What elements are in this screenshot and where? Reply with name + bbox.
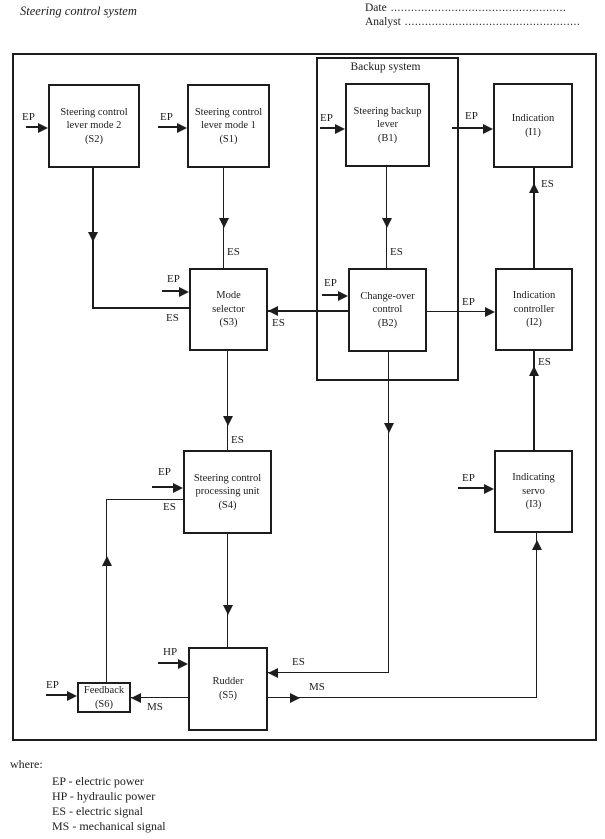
backup-system-label: Backup system	[350, 61, 421, 73]
legend-where-label: where:	[10, 757, 43, 771]
arrowhead-into-s4	[173, 483, 183, 493]
signal-label-ep-s4: EP	[158, 466, 171, 478]
arrowhead-b2-s3	[268, 306, 278, 316]
connector-s5-i3-horizontal	[268, 697, 537, 698]
legend-item-ep: EP - electric power	[52, 774, 144, 788]
arrowhead-ms-out-of-s5	[290, 693, 300, 703]
block-steering-control-lever-mode-2: Steering control lever mode 2 (S2)	[48, 84, 140, 168]
connector-s3-s4	[227, 351, 228, 450]
signal-label-es-s1-s3: ES	[227, 246, 240, 258]
connector-ep-i1	[452, 127, 483, 129]
block-indication: Indication (I1)	[493, 83, 573, 168]
legend-list: EP - electric power HP - hydraulic power…	[52, 774, 166, 834]
connector-ep-s6	[46, 694, 67, 696]
signal-label-ep-s3: EP	[167, 273, 180, 285]
signal-label-es-b2-s3: ES	[272, 317, 285, 329]
arrowhead-into-s1	[177, 123, 187, 133]
arrowhead-i2-i1	[529, 183, 539, 193]
connector-b2-s3	[268, 310, 348, 312]
legend-item-ms: MS - mechanical signal	[52, 819, 166, 833]
arrowhead-hp-into-s5	[178, 659, 188, 669]
block-rudder: Rudder (S5)	[188, 647, 268, 731]
arrowhead-b2-i2	[485, 307, 495, 317]
connector-i2-i1	[533, 168, 535, 268]
connector-s5-s6	[131, 697, 188, 698]
connector-i3-i2	[533, 351, 535, 450]
connector-s6-s4-vertical	[106, 499, 107, 682]
arrowhead-ms-into-s6	[131, 693, 141, 703]
date-row: Date ...................................…	[365, 2, 566, 14]
signal-label-es-i3-i2: ES	[538, 356, 551, 368]
analyst-row: Analyst ................................…	[365, 16, 580, 28]
signal-label-es-s6-s4: ES	[163, 501, 176, 513]
connector-s5-i3-vertical	[536, 533, 537, 697]
arrowhead-b2-s5-mid	[384, 423, 394, 433]
connector-b2-i2	[427, 311, 485, 312]
arrowhead-s4-s5	[223, 605, 233, 615]
diagram-border	[12, 53, 597, 741]
arrowhead-into-i3-bottom	[532, 540, 542, 550]
connector-ep-s3	[162, 290, 179, 292]
signal-label-ep-b2: EP	[324, 277, 337, 289]
connector-ep-b1	[320, 127, 335, 129]
signal-label-ep-b1: EP	[320, 112, 333, 124]
block-change-over-control: Change-over control (B2)	[348, 268, 427, 352]
signal-label-ms-s5-s6: MS	[147, 701, 163, 713]
connector-ep-i3	[458, 487, 484, 489]
connector-hp-s5	[158, 662, 178, 664]
analyst-dotted-line: ........................................…	[404, 16, 580, 28]
signal-label-es-s2-s3: ES	[166, 312, 179, 324]
arrowhead-into-s3	[179, 287, 189, 297]
block-indicating-servo: Indicating servo (I3)	[494, 450, 573, 533]
arrowhead-into-s2	[38, 123, 48, 133]
signal-label-ep-s6: EP	[46, 679, 59, 691]
signal-label-es-s3-s4: ES	[231, 434, 244, 446]
signal-label-es-b1-b2: ES	[390, 246, 403, 258]
date-dotted-line: ........................................…	[390, 2, 566, 14]
connector-b1-b2	[386, 167, 387, 268]
connector-b2-s5-horizontal	[268, 672, 388, 673]
arrowhead-b1-b2	[382, 218, 392, 228]
connector-b2-s5-vertical	[388, 352, 389, 673]
signal-label-es-b2-s5: ES	[292, 656, 305, 668]
connector-ep-s1	[158, 126, 177, 128]
connector-ep-s4	[152, 486, 173, 488]
signal-label-hp-s5: HP	[163, 646, 178, 658]
signal-label-es-i2-i1: ES	[541, 178, 554, 190]
arrowhead-into-s6	[67, 691, 77, 701]
signal-label-ms-s5-out: MS	[309, 681, 325, 693]
connector-ep-s2	[26, 126, 38, 128]
signal-label-ep-s1: EP	[160, 111, 173, 123]
signal-label-ep-i3: EP	[462, 472, 475, 484]
arrowhead-i3-i2	[529, 366, 539, 376]
legend-item-es: ES - electric signal	[52, 804, 143, 818]
arrowhead-into-b2	[338, 291, 348, 301]
block-indication-controller: Indication controller (I2)	[495, 268, 573, 351]
arrowhead-es-into-s5	[268, 668, 278, 678]
signal-label-ep-b2-i2: EP	[462, 296, 475, 308]
arrowhead-into-i3	[484, 484, 494, 494]
date-label: Date	[365, 2, 387, 14]
connector-ep-b2	[322, 294, 338, 296]
connector-s4-s5	[227, 534, 228, 647]
connector-s2-s3-horizontal	[92, 307, 189, 309]
signal-label-ep-i1: EP	[465, 110, 478, 122]
arrowhead-into-b1	[335, 124, 345, 134]
connector-s6-s4-horizontal	[106, 499, 183, 500]
arrowhead-s6-s4	[102, 556, 112, 566]
arrowhead-into-i1	[483, 124, 493, 134]
signal-label-ep-s2: EP	[22, 111, 35, 123]
legend-item-hp: HP - hydraulic power	[52, 789, 156, 803]
block-steering-control-lever-mode-1: Steering control lever mode 1 (S1)	[187, 84, 270, 168]
arrowhead-s2-down	[88, 232, 98, 242]
block-feedback: Feedback (S6)	[77, 682, 131, 713]
block-steering-backup-lever: Steering backup lever (B1)	[345, 83, 430, 167]
page-title: Steering control system	[20, 4, 137, 18]
block-steering-control-processing-unit: Steering control processing unit (S4)	[183, 450, 272, 534]
arrowhead-s1-s3	[219, 218, 229, 228]
arrowhead-s3-s4	[223, 416, 233, 426]
block-mode-selector: Mode selector (S3)	[189, 268, 268, 351]
analyst-label: Analyst	[365, 16, 401, 28]
backup-system-group	[316, 57, 459, 381]
